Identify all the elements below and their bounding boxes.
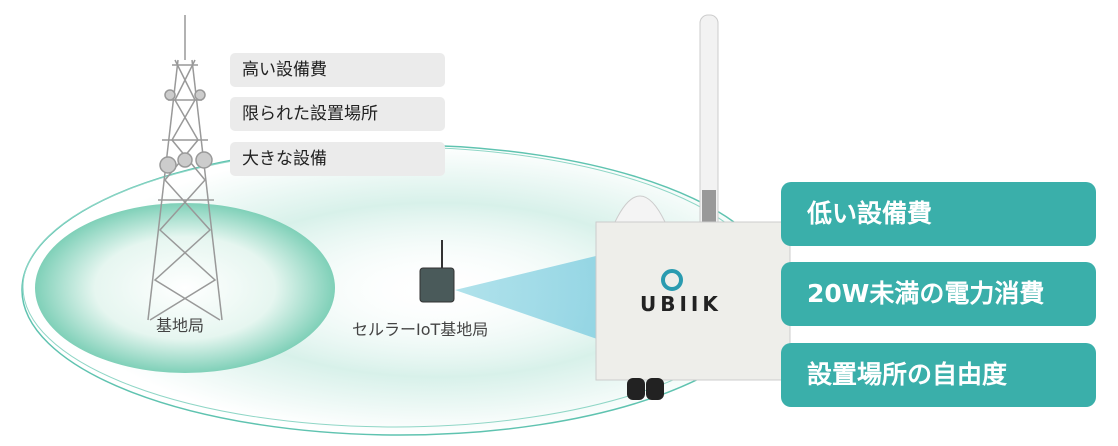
tower-drawback-label: 大きな設備 — [230, 142, 445, 176]
tower-drawback-label: 高い設備費 — [230, 53, 445, 87]
benefit-badge: 設置場所の自由度 — [781, 343, 1096, 407]
iot-small-device-icon — [419, 240, 455, 303]
iot-station-label: セルラーIoT基地局 — [352, 320, 489, 339]
benefit-badge: 低い設備費 — [781, 182, 1096, 246]
device-brand-logo: UBIIK — [640, 292, 722, 316]
base-station-label: 基地局 — [156, 316, 205, 335]
benefit-badge: 20W未満の電力消費 — [781, 262, 1096, 326]
signal-beam — [455, 255, 600, 340]
tower-coverage-area — [35, 203, 335, 373]
ubiik-gateway-image — [595, 14, 791, 400]
tower-drawback-label: 限られた設置場所 — [230, 97, 445, 131]
cell-tower-icon — [147, 15, 223, 321]
